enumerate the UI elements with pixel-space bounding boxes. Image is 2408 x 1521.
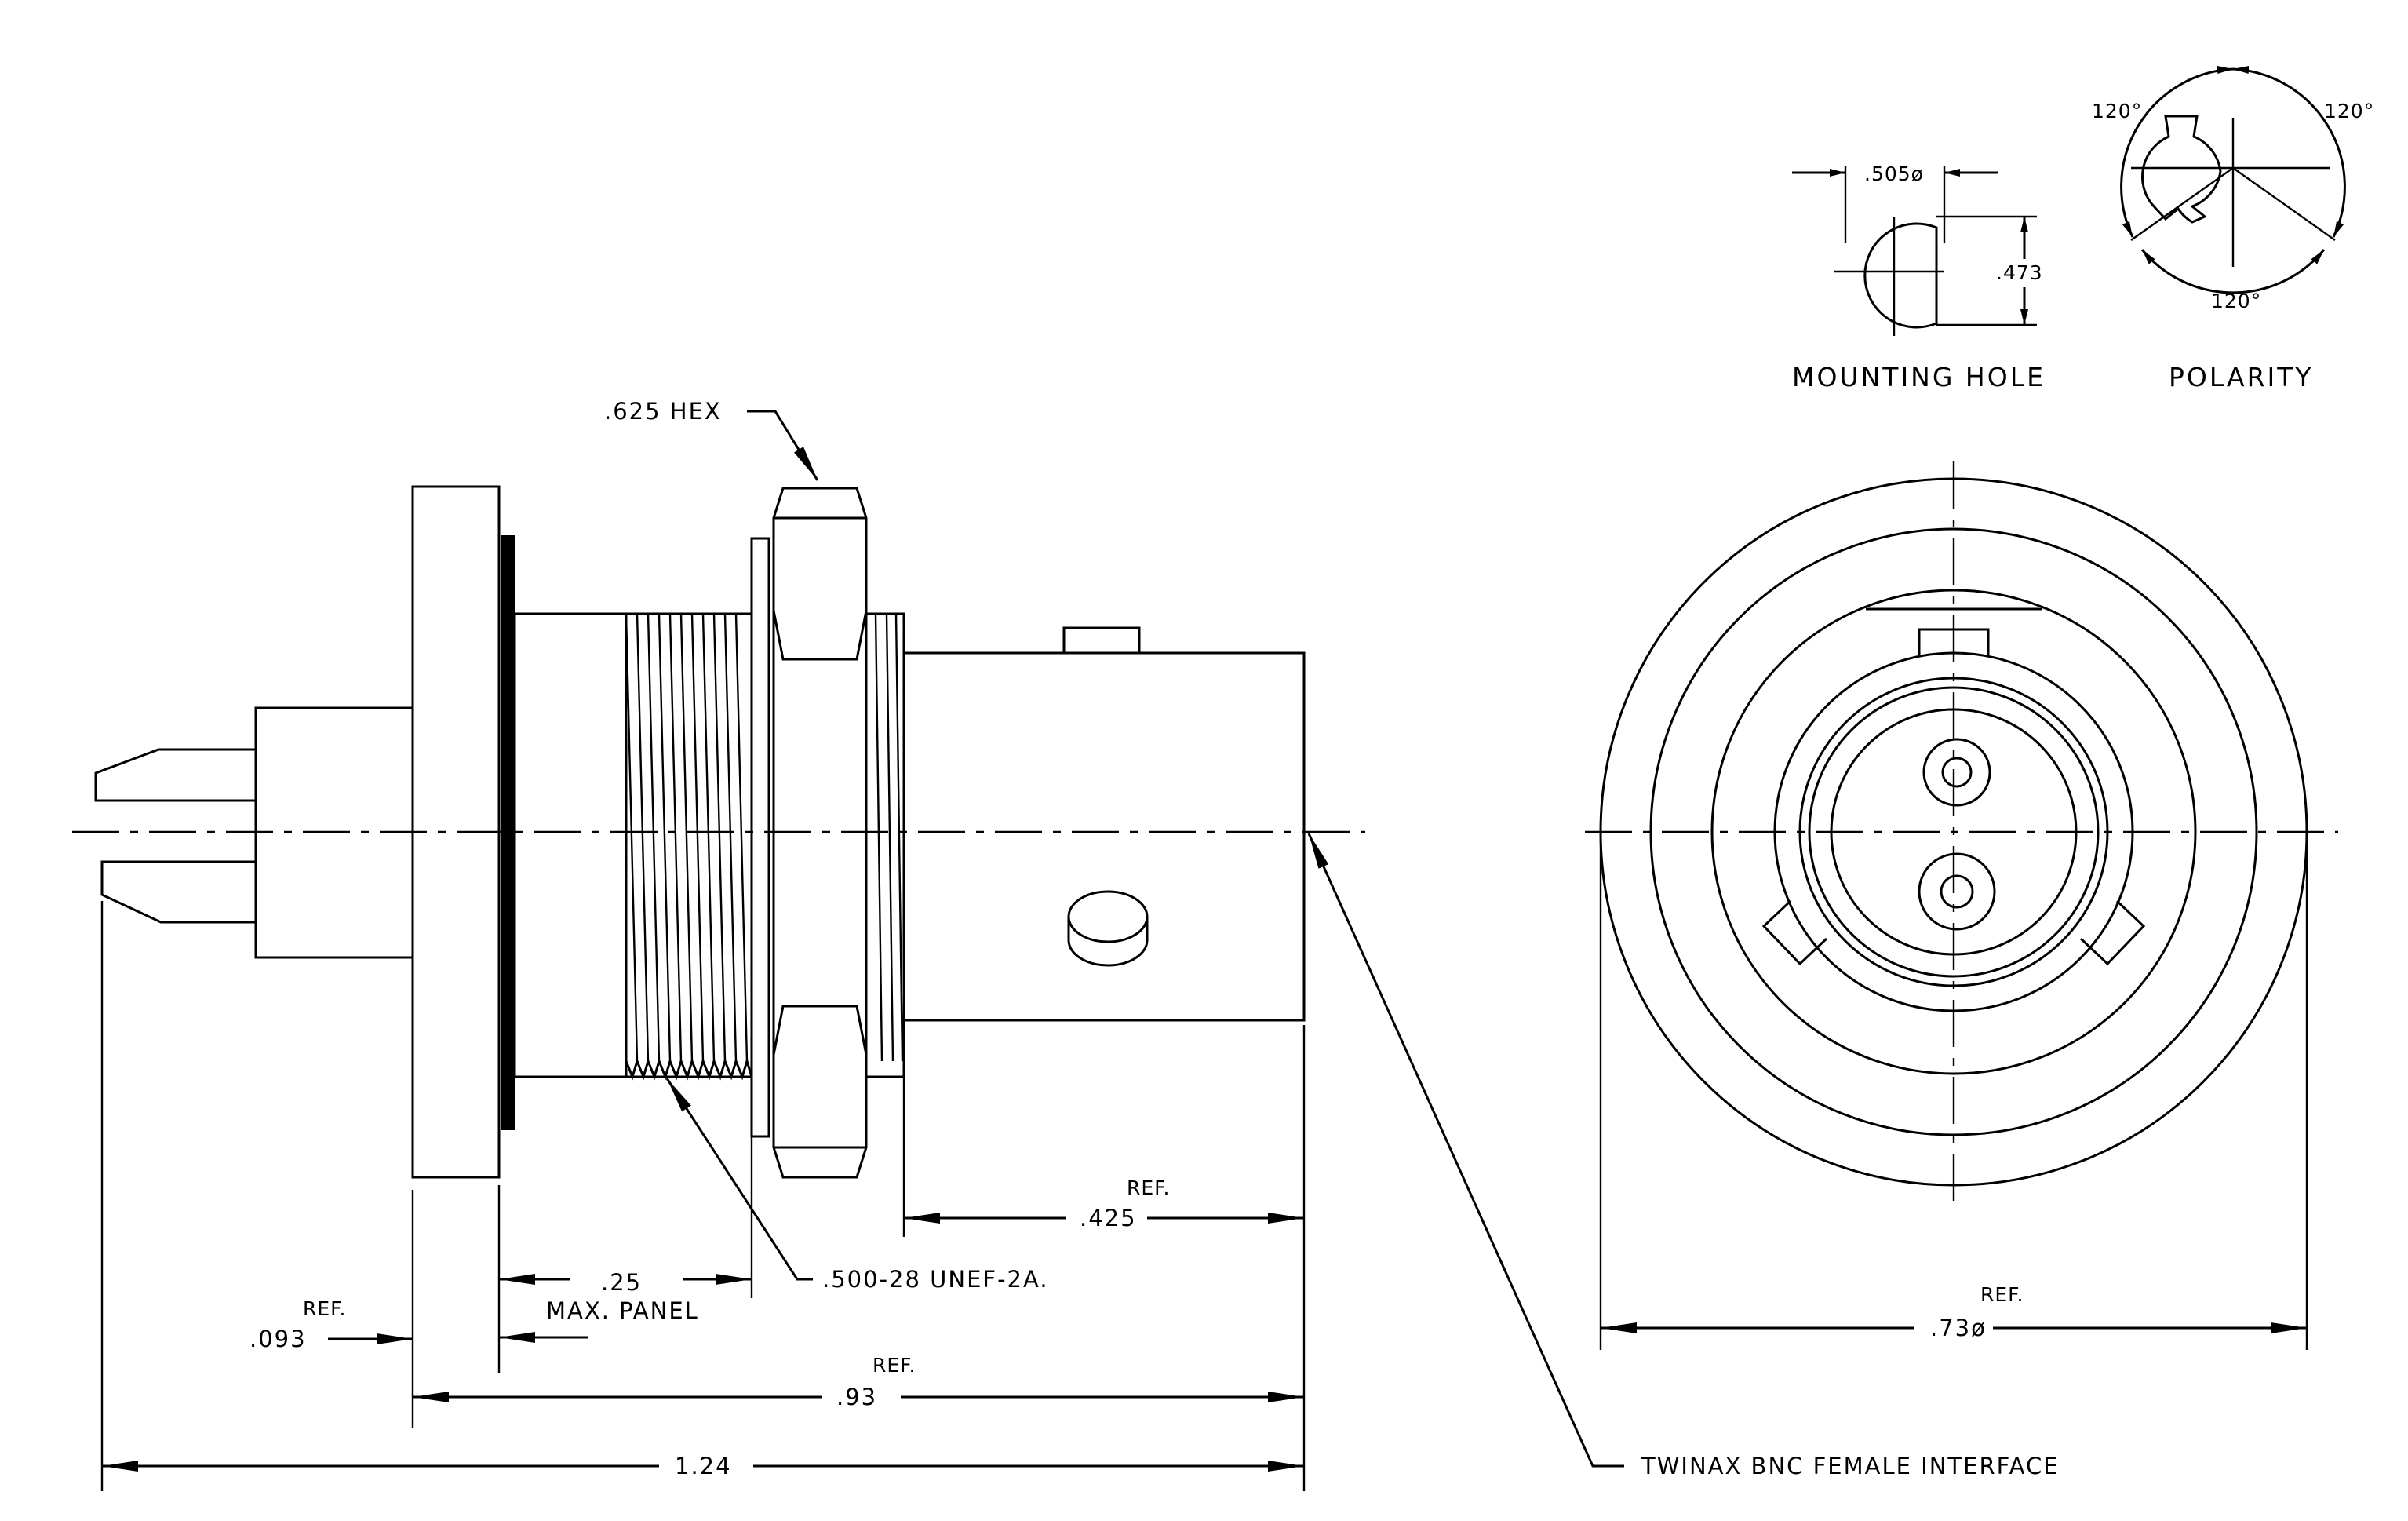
- mounting-hole-title: MOUNTING HOLE: [1792, 362, 2046, 392]
- thread-label: .500-28 UNEF-2A.: [822, 1266, 1049, 1293]
- front-thread-lines: [874, 613, 904, 1062]
- hex-nut: [772, 487, 868, 1179]
- gasket: [501, 535, 515, 1130]
- hex-circle: [1649, 527, 2258, 1136]
- pol-arc-right: [2232, 66, 2346, 238]
- side-view: [72, 485, 1365, 1179]
- front-view: REF. .73ø: [1585, 461, 2338, 1350]
- lock-washer: [750, 537, 770, 1138]
- flange: [411, 485, 501, 1179]
- body: [513, 612, 628, 1078]
- interface-label: TWINAX BNC FEMALE INTERFACE: [1641, 1453, 2060, 1479]
- mounting-hole-detail: .505ø .473 MOUNTING HOLE: [1792, 162, 2046, 392]
- panel-text: MAX. PANEL: [546, 1297, 699, 1324]
- bayonet-key: [1062, 626, 1141, 655]
- dim-124: 1.24: [100, 901, 1304, 1491]
- interface-leader: [1307, 833, 1624, 1468]
- mh-flat-label: .473: [1996, 261, 2043, 284]
- contact-lower-inner: [1940, 874, 1974, 909]
- dim-093: REF. .093: [250, 1190, 414, 1428]
- panel-value: .25: [601, 1269, 642, 1296]
- thread-outline: [626, 612, 752, 1078]
- contact-upper-inner: [1941, 757, 1973, 788]
- pol-angle-right: 120°: [2324, 100, 2374, 122]
- dim-93: REF. .93: [413, 1354, 1304, 1410]
- pol-angle-bottom: 120°: [2211, 290, 2261, 312]
- pol-ray-right: [2232, 167, 2336, 241]
- bayonet-stud-body: [1067, 917, 1149, 967]
- hex-leader: [747, 410, 819, 481]
- bayonet-stud-top: [1067, 890, 1149, 943]
- interface-callout: TWINAX BNC FEMALE INTERFACE: [1307, 833, 2060, 1479]
- dim-425-value: .425: [1080, 1205, 1137, 1231]
- dim-93-ref: REF.: [872, 1354, 916, 1377]
- rear-pin-upper: [94, 748, 256, 802]
- interface-ring-1: [1798, 677, 2109, 987]
- hex-callout: .625 HEX: [604, 398, 819, 481]
- dim-73-ref: REF.: [1980, 1283, 2024, 1306]
- dim-093-ref: REF.: [303, 1297, 346, 1320]
- panel-dimension: .25 MAX. PANEL: [497, 1099, 753, 1373]
- rear-pin-lower: [100, 860, 256, 924]
- bayonet-slot-right: [2079, 899, 2146, 966]
- thread-teeth: [625, 1056, 753, 1081]
- pol-angle-left: 120°: [2092, 100, 2142, 122]
- pol-arc-bottom: [2140, 249, 2326, 294]
- dim-093-value: .093: [250, 1326, 307, 1352]
- thread-callout: .500-28 UNEF-2A.: [665, 1078, 1049, 1293]
- thread-leader: [665, 1078, 813, 1281]
- contact-lower-outer: [1918, 852, 1996, 931]
- polarity-detail: 120° 120° 120° POLARITY: [2092, 66, 2374, 392]
- interface-ring-2: [1808, 686, 2100, 978]
- hex-nut-faces: [772, 516, 868, 1149]
- pol-ray-left: [2130, 167, 2234, 241]
- contact-upper-outer: [1922, 738, 1991, 807]
- interface-inner: [1830, 708, 2078, 956]
- mh-dia-label: .505ø: [1864, 162, 1924, 185]
- mounting-hole-shape: [1863, 222, 1938, 329]
- interface-outer: [1773, 651, 2134, 1012]
- dim-425-ref: REF.: [1127, 1176, 1170, 1199]
- polarity-title: POLARITY: [2169, 362, 2314, 392]
- dim-425: REF. .425: [902, 1025, 1306, 1491]
- pol-arc-left: [2120, 66, 2234, 238]
- polarity-key-shape: [2140, 115, 2222, 224]
- dim-93-value: .93: [836, 1384, 877, 1410]
- front-thread: [865, 612, 905, 1078]
- key-tab: [1918, 628, 1990, 656]
- hex-label: .625 HEX: [604, 398, 722, 425]
- sleeve-circle: [1710, 589, 2197, 1075]
- thread-lines: [625, 613, 749, 1062]
- bayonet-slot-left: [1761, 899, 1828, 966]
- dim-73-value: .73ø: [1930, 1315, 1987, 1341]
- dim-124-value: 1.24: [675, 1453, 732, 1479]
